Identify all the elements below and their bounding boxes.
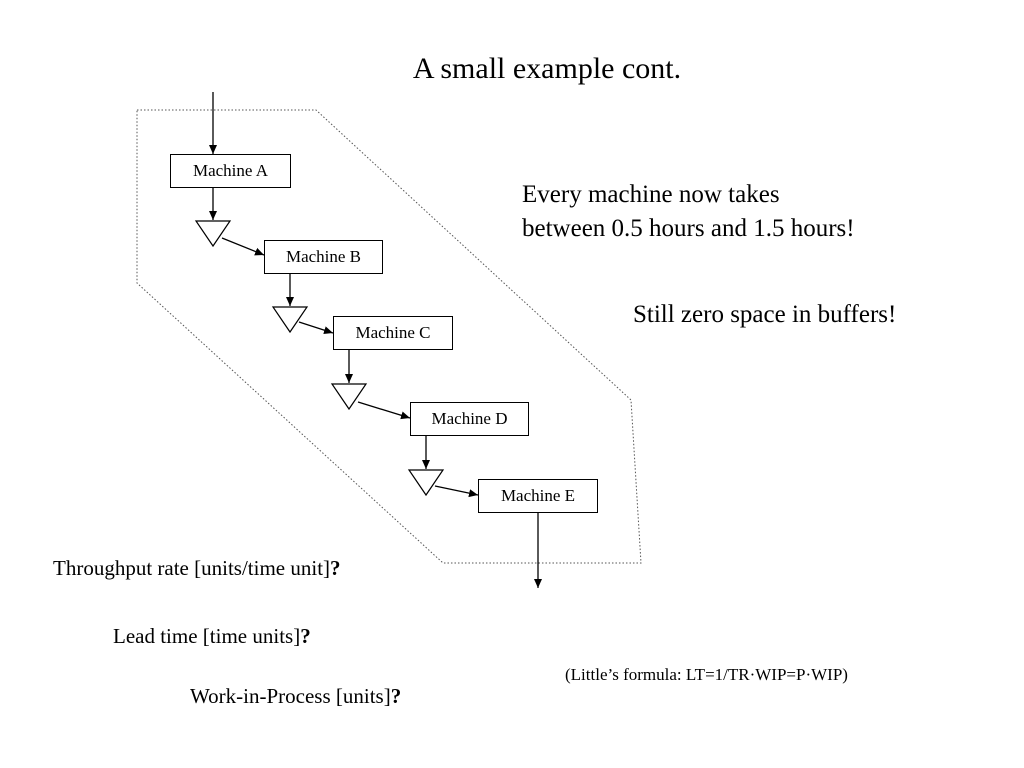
lead-time-question: Lead time [time units]? <box>113 624 311 649</box>
note-line-2: between 0.5 hours and 1.5 hours! <box>522 215 855 242</box>
throughput-label: Throughput rate [units/time unit] <box>53 556 331 580</box>
processing-time-note: Every machine now takes between 0.5 hour… <box>522 178 855 246</box>
lead-time-label: Lead time [time units] <box>113 624 301 648</box>
machine-e-label: Machine E <box>500 486 576 505</box>
machine-d-box: Machine D <box>410 402 529 436</box>
note-line-1: Every machine now takes <box>522 181 780 208</box>
machine-d-label: Machine D <box>431 409 508 428</box>
littles-formula: (Little’s formula: LT=1/TR·WIP=P·WIP) <box>565 665 848 684</box>
machine-b-label: Machine B <box>285 247 362 266</box>
throughput-mark: ? <box>330 556 341 580</box>
machine-a-label: Machine A <box>192 161 269 180</box>
arrow-buffer-3-to-d <box>357 401 411 420</box>
machine-c-box: Machine C <box>333 316 453 350</box>
buffer-2-triangle <box>271 306 309 334</box>
arrow-buffer-1-to-b <box>221 237 265 256</box>
throughput-question: Throughput rate [units/time unit]? <box>53 556 341 581</box>
machine-b-box: Machine B <box>264 240 383 274</box>
machine-a-box: Machine A <box>170 154 291 188</box>
slide-title: A small example cont. <box>412 52 682 85</box>
arrow-buffer-4-to-e <box>434 485 479 498</box>
wip-label: Work-in-Process [units] <box>190 684 391 708</box>
buffer-3-triangle <box>330 383 368 411</box>
machine-c-label: Machine C <box>355 323 431 342</box>
buffer-note: Still zero space in buffers! <box>633 301 897 328</box>
buffer-1-triangle <box>194 220 232 248</box>
buffer-4-triangle <box>407 469 445 497</box>
wip-question: Work-in-Process [units]? <box>190 684 401 709</box>
arrow-buffer-2-to-c <box>298 321 334 335</box>
system-boundary <box>136 109 642 564</box>
wip-mark: ? <box>390 684 402 708</box>
lead-time-mark: ? <box>300 624 311 648</box>
machine-e-box: Machine E <box>478 479 598 513</box>
